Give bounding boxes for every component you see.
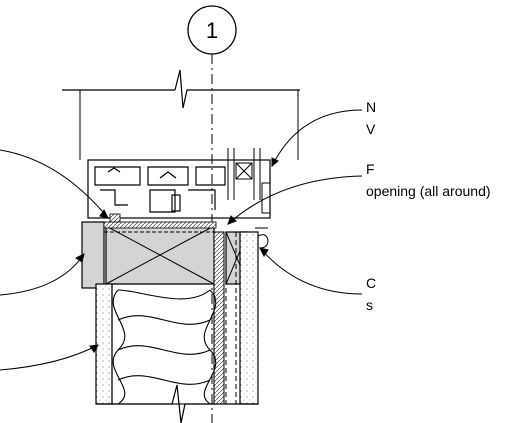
insulation-batt (111, 283, 217, 405)
callout-middle-right-line2: opening (all around) (366, 183, 491, 199)
leader-right-bottom-arrow (259, 247, 269, 257)
perimeter-sealant (255, 227, 269, 249)
leader-left-bottom-arrow (89, 344, 99, 353)
callout-top-right-line2: V (366, 121, 376, 137)
detail-marker: 1 (187, 5, 237, 55)
frame-chamber-4 (149, 189, 176, 213)
callout-middle-right-line1: F (366, 161, 375, 177)
sealant-bead (109, 213, 121, 223)
leader-left-top-arrow (99, 209, 109, 219)
frame-web-2 (188, 189, 216, 210)
frame-clip-2 (159, 171, 177, 179)
batt-curve-2 (112, 289, 126, 405)
frame-slot (171, 194, 181, 212)
sheathing-left (95, 283, 113, 405)
sill-membrane (103, 221, 217, 229)
wood-blocking-left (81, 221, 215, 289)
window-frame (87, 159, 271, 219)
callout-labels: N V F opening (all around) C s (366, 99, 491, 313)
flashing-membrane (103, 213, 222, 233)
leader-left-middle (0, 253, 85, 296)
glazing-bead (261, 182, 271, 214)
batt-curve-4 (117, 345, 211, 355)
frame-chamber-3 (195, 166, 226, 186)
vapor-layer (213, 231, 225, 405)
glass-unit (227, 148, 271, 214)
detail-marker-number: 1 (206, 18, 218, 43)
leader-left-top (0, 149, 109, 219)
backer-rod (257, 234, 269, 249)
wall-assembly (95, 231, 259, 423)
lower-break-line (96, 384, 258, 423)
frame-web-1 (100, 189, 128, 206)
batt-curve-6 (117, 375, 211, 385)
insulation-cavity (111, 283, 215, 405)
batt-curve-1 (117, 289, 211, 300)
frame-chamber-2 (147, 166, 189, 186)
glazing-assembly (62, 69, 300, 160)
leader-right-middle-arrow (227, 215, 237, 225)
callout-lower-right-line1: C (366, 275, 376, 291)
batt-curve-5 (117, 315, 211, 325)
wood-buck-edge (81, 221, 105, 289)
leader-left-bottom (0, 344, 99, 371)
callout-top-right-line1: N (366, 99, 376, 115)
setting-block-cross (235, 162, 253, 180)
leader-right-bottom (259, 247, 363, 295)
callout-lower-right-line2: s (366, 297, 373, 313)
leader-right-top (271, 109, 363, 167)
leader-left-middle-arrow (75, 253, 85, 263)
upper-break-symbol (174, 69, 300, 109)
leader-right-top-arrow (271, 157, 279, 168)
setting-block (235, 162, 253, 180)
leader-right-middle (227, 175, 363, 225)
frame-clip-1 (107, 167, 121, 173)
gypsum-board (239, 231, 259, 405)
frame-chamber-1 (94, 166, 141, 186)
leader-lines (0, 109, 363, 371)
